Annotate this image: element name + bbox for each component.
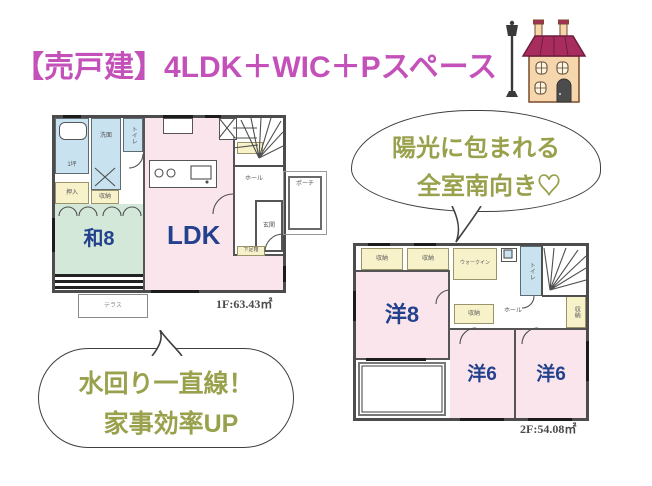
closet-storage-1f: 収納 (91, 190, 119, 204)
window (151, 290, 199, 293)
window (283, 266, 286, 282)
closet-2f-1: 収納 (361, 248, 403, 270)
western6a-label: 洋6 (467, 363, 497, 385)
washitsu-label: 和8 (83, 228, 115, 250)
house-icon (506, 19, 587, 103)
understairs-storage (237, 142, 263, 154)
bubble-sunlight-line2: 全室南向き♡ (417, 173, 561, 200)
kitchen-counter (149, 160, 217, 188)
western6b-label: 洋6 (536, 363, 566, 385)
porch: ポーチ (283, 171, 327, 235)
toilet-label-1f: トイレ (130, 126, 137, 144)
window (353, 291, 356, 321)
room-washitsu: 和8 (55, 204, 143, 274)
toilet-label-2f: トイレ (528, 262, 535, 280)
western8-label: 洋8 (384, 302, 420, 327)
veranda-strip (55, 274, 143, 290)
washroom-label: 洗面 (99, 133, 112, 139)
window (460, 418, 504, 421)
walkin-closet: ウォークイン (453, 248, 497, 280)
closet-2f-right: 収納 (566, 296, 586, 328)
closet2-label: 収納 (421, 255, 434, 262)
bathtub (59, 122, 87, 140)
room-western8: 洋8 (356, 270, 450, 360)
stairs-icon (541, 246, 586, 297)
room-western6a: 洋6 (450, 328, 516, 418)
closet-right-label: 収納 (573, 306, 580, 318)
speech-bubble-sunlight: 陽光に包まれる 全室南向き♡ (351, 110, 601, 212)
floor1-area-label: 1F:63.43㎡ (216, 297, 273, 311)
refrigerator-space (219, 118, 237, 140)
ldk-label: LDK (167, 220, 221, 250)
floor2-area-label: 2F:54.08㎡ (520, 422, 577, 436)
window (586, 341, 589, 381)
room-washroom: 洗面 (91, 118, 121, 190)
street-lamp-icon (506, 20, 518, 97)
bath-label: 1坪 (67, 162, 77, 169)
window (63, 115, 81, 118)
entrance-label: 玄関 (262, 222, 275, 229)
terrace-label: テラス (104, 302, 122, 309)
window (368, 243, 390, 246)
closet1-label: 収納 (375, 255, 388, 262)
bubble-housework-tail (151, 330, 183, 356)
balcony (358, 362, 446, 416)
floorplan-1f: 1坪 洗面 トイレ 押入 収納 和8 玄関 下足箱 (52, 115, 286, 293)
window (163, 115, 193, 118)
hall-label-2f: ホール (504, 308, 523, 314)
window (205, 115, 221, 118)
bubble-sunlight-tail (451, 206, 482, 243)
basin-box (501, 248, 517, 262)
room-entrance: 玄関 (255, 200, 283, 252)
page-title: 【売戸建】4LDK＋WIC＋Pスペース (14, 51, 498, 84)
room-toilet-2f: トイレ (520, 246, 542, 296)
shoebox: 下足箱 (237, 246, 265, 256)
room-toilet-1f: トイレ (123, 118, 143, 152)
kitchen-cupboard (163, 118, 193, 134)
window (366, 358, 426, 361)
bubble-housework-line1: 水回り一直線！ (78, 370, 254, 398)
house-art (521, 19, 587, 103)
closet-oshiire: 押入 (55, 182, 89, 204)
floorplan-2f: 洋8 洋6 洋6 収納 収納 ウォークイン トイレ 収納 収納 ホール (353, 243, 589, 421)
room-bath: 1坪 (55, 118, 89, 174)
closet-2f-2: 収納 (407, 248, 449, 270)
bubble-sunlight-line1: 陽光に包まれる (392, 135, 560, 162)
window (52, 218, 55, 252)
window (414, 243, 436, 246)
storage-label-1f: 収納 (98, 193, 111, 200)
window (528, 418, 572, 421)
closet-2f-mid: 収納 (454, 304, 494, 324)
porch-label: ポーチ (295, 181, 314, 187)
speech-bubble-housework: 水回り一直線！ 家事効率UP (38, 348, 294, 448)
oshiire-label: 押入 (65, 189, 78, 196)
closet-mid-label: 収納 (467, 310, 480, 317)
bubble-housework-line2: 家事効率UP (103, 410, 239, 438)
room-western6b: 洋6 (516, 328, 586, 418)
walkin-label: ウォークイン (459, 260, 490, 267)
shoebox-label: 下足箱 (243, 247, 259, 254)
terrace: テラス (78, 294, 148, 318)
hall-label-1f: ホール (245, 176, 264, 182)
